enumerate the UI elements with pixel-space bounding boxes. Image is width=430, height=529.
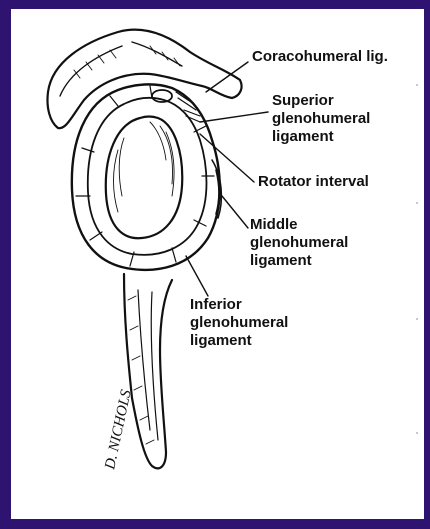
label-middle-glenohumeral: Middle glenohumeral ligament bbox=[250, 216, 348, 270]
leader-superior bbox=[200, 112, 268, 122]
scapula-blade-inner bbox=[138, 290, 158, 440]
label-coracohumeral: Coracohumeral lig. bbox=[252, 48, 388, 66]
scapula-hatch bbox=[128, 296, 154, 444]
label-inferior-glenohumeral: Inferior glenohumeral ligament bbox=[190, 296, 288, 350]
scan-speck bbox=[416, 84, 418, 86]
leader-inferior bbox=[186, 256, 208, 296]
glenoid-hatch bbox=[114, 122, 175, 212]
scapula-blade bbox=[124, 274, 172, 468]
label-rotator-interval: Rotator interval bbox=[258, 173, 369, 191]
artist-signature: D. NICHOLS bbox=[102, 388, 135, 472]
labrum-outer bbox=[72, 84, 220, 269]
acromion-outline bbox=[47, 30, 241, 129]
label-superior-glenohumeral: Superior glenohumeral ligament bbox=[272, 92, 370, 146]
glenoid-fossa bbox=[106, 117, 182, 239]
scan-speck bbox=[416, 318, 418, 320]
leader-rotator bbox=[200, 134, 254, 182]
scan-speck bbox=[416, 432, 418, 434]
scan-speck bbox=[416, 202, 418, 204]
leader-middle bbox=[222, 196, 248, 228]
